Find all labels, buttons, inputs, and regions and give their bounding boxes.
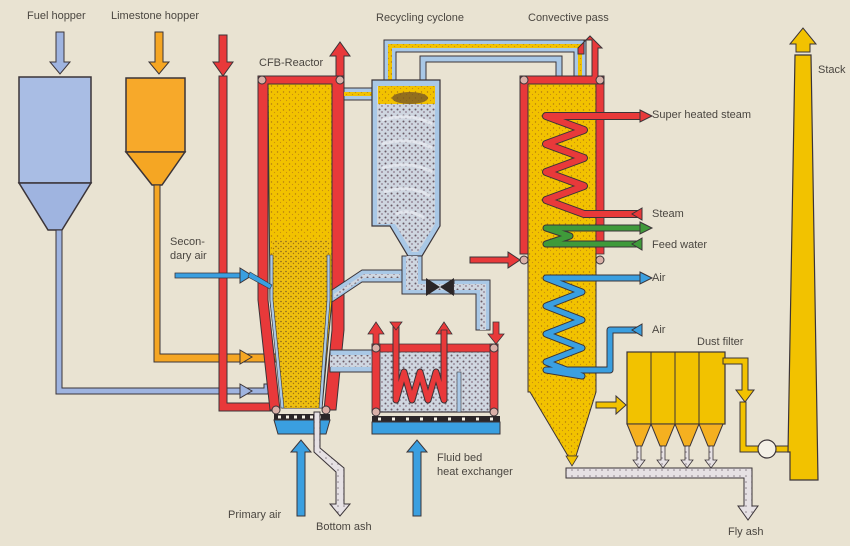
label-bottom-ash: Bottom ash — [316, 521, 372, 533]
limestone-feed-arrow — [239, 349, 253, 365]
recycling-cyclone — [371, 79, 471, 295]
induced-draft-fan — [757, 439, 777, 459]
stack — [787, 27, 819, 481]
bottom-ash-outlet — [313, 411, 352, 517]
fbhe-air-inlet — [405, 439, 429, 517]
label-secondary-air-line2: dary air — [170, 250, 207, 262]
label-feed-water: Feed water — [652, 239, 708, 251]
fbhe-return-duct — [329, 349, 376, 373]
label-air-2: Air — [652, 324, 666, 336]
label-secondary-air-line1: Secon- — [170, 236, 205, 248]
label-stack: Stack — [818, 64, 846, 76]
fbhe-supply-duct — [453, 279, 491, 331]
label-fly-ash: Fly ash — [728, 526, 764, 538]
fuel-inlet-arrow — [48, 31, 72, 75]
label-convective-pass: Convective pass — [528, 12, 609, 24]
label-dust-filter: Dust filter — [697, 336, 744, 348]
label-fluid-bed-hx-line2: heat exchanger — [437, 466, 513, 478]
dust-filter — [626, 351, 791, 469]
label-limestone-hopper: Limestone hopper — [111, 10, 200, 22]
label-cfb-reactor: CFB-Reactor — [259, 57, 324, 69]
label-super-heated-steam: Super heated steam — [652, 109, 752, 121]
fluid-bed-heat-exchanger — [367, 321, 505, 517]
label-fuel-hopper: Fuel hopper — [27, 10, 86, 22]
limestone-hopper — [124, 31, 277, 365]
label-recycling-cyclone: Recycling cyclone — [376, 12, 465, 24]
stack-exhaust-arrow — [788, 27, 818, 53]
label-air-1: Air — [652, 272, 666, 284]
primary-air-inlet — [289, 439, 313, 517]
convective-pass — [469, 35, 654, 467]
fuel-hopper — [17, 31, 269, 399]
cfb-reactor — [257, 41, 351, 435]
return-leg — [331, 269, 403, 303]
loop-seal-valve — [426, 278, 454, 296]
label-fluid-bed-hx-line1: Fluid bed — [437, 452, 483, 464]
label-steam: Steam — [652, 208, 684, 220]
limestone-inlet-arrow — [147, 31, 171, 75]
fly-ash-conveyor — [565, 467, 759, 521]
fuel-feed-arrow — [239, 383, 253, 399]
label-primary-air: Primary air — [228, 509, 282, 521]
secondary-air-inlet — [174, 267, 273, 290]
